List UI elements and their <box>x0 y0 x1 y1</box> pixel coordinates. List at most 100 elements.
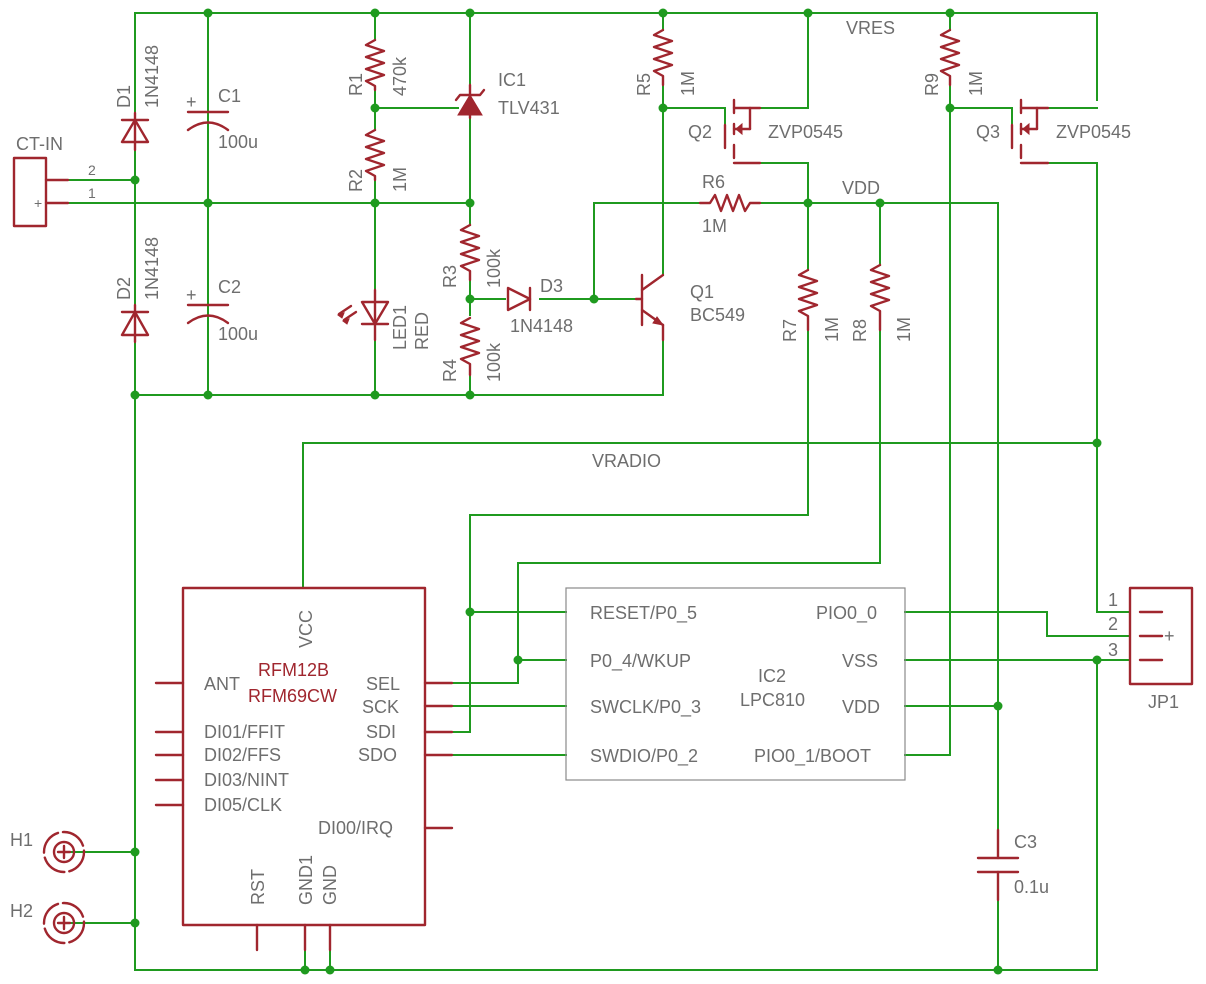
r2-value: 1M <box>390 167 410 192</box>
c2-value: 100u <box>218 324 258 344</box>
r4-name: R4 <box>440 359 460 382</box>
q2-name: Q2 <box>688 122 712 142</box>
c3-value: 0.1u <box>1014 877 1049 897</box>
ic2-body <box>565 587 906 781</box>
jp1-body <box>1128 586 1194 686</box>
led1-value: RED <box>412 312 432 350</box>
junction <box>993 701 1003 711</box>
h1-label: H1 <box>10 830 33 850</box>
wires <box>63 12 1131 971</box>
r9-value: 1M <box>966 71 986 96</box>
junction <box>945 8 955 18</box>
capacitor-c3: C3 0.1u <box>976 828 1049 902</box>
rfm-pin-gnd1: GND1 <box>296 855 316 905</box>
junction <box>513 655 523 665</box>
c1-name: C1 <box>218 86 241 106</box>
ic2-lpc810: RESET/P0_5 P0_4/WKUP SWCLK/P0_3 SWDIO/P0… <box>565 587 906 781</box>
rfm-pin-dio3: DI03/NINT <box>204 770 289 790</box>
junction <box>993 965 1003 975</box>
junction <box>370 103 380 113</box>
ct-in-label: CT-IN <box>16 134 63 154</box>
diode-d3: D3 1N4148 <box>506 276 573 336</box>
wire-r8-down <box>517 329 881 684</box>
mounting-hole-h1: H1 <box>10 830 86 874</box>
r3-value: 100k <box>484 248 504 288</box>
d3-value: 1N4148 <box>510 316 573 336</box>
jp1-pin3-num: 3 <box>1108 640 1118 660</box>
jp1-label: JP1 <box>1148 692 1179 712</box>
r3-name: R3 <box>440 265 460 288</box>
jp1-pin2-num: 2 <box>1108 614 1118 634</box>
r9-name: R9 <box>922 73 942 96</box>
mounting-hole-h2: H2 <box>10 901 86 945</box>
r8-value: 1M <box>894 317 914 342</box>
wire-jp1-pin2 <box>904 611 1131 637</box>
rfm-pin-dio5: DI05/CLK <box>204 795 282 815</box>
ic2-pin-p04: P0_4/WKUP <box>590 651 691 672</box>
jp1-connector: 1 2 3 + JP1 <box>1108 586 1194 712</box>
led1: LED1 RED <box>336 288 432 350</box>
wire-r9-down <box>904 84 951 756</box>
wire-q2-source <box>759 12 809 109</box>
junction <box>589 294 599 304</box>
mosfet-q3: Q3 ZVP0545 <box>976 98 1131 165</box>
wire-q2-drain <box>759 162 809 271</box>
c3-name: C3 <box>1014 832 1037 852</box>
r6-value: 1M <box>702 216 727 236</box>
wire-ic2-vdd <box>904 705 999 831</box>
junction <box>658 103 668 113</box>
junction <box>803 8 813 18</box>
rfm-name-2: RFM69CW <box>248 686 337 706</box>
junction <box>130 390 140 400</box>
junction <box>325 965 335 975</box>
r7-value: 1M <box>822 317 842 342</box>
q3-value: ZVP0545 <box>1056 122 1131 142</box>
junction <box>465 607 475 617</box>
wire-r7-down <box>469 329 809 733</box>
r5-name: R5 <box>634 73 654 96</box>
ic2-pin-reset: RESET/P0_5 <box>590 603 697 624</box>
rfm-module: VCC RFM12B RFM69CW ANT DI01/FFIT DI02/FF… <box>154 586 454 952</box>
ic1-tlv431: IC1 TLV431 <box>454 70 560 120</box>
wire-bottom-rail <box>134 659 1098 971</box>
r1-value: 470k <box>390 56 410 96</box>
rfm-pin-sck: SCK <box>362 697 399 717</box>
ic2-name: IC2 <box>758 666 786 686</box>
r4-value: 100k <box>484 342 504 382</box>
junction <box>203 390 213 400</box>
q2-value: ZVP0545 <box>768 122 843 142</box>
d1-name: D1 <box>114 85 134 108</box>
q3-name: Q3 <box>976 122 1000 142</box>
junction <box>465 294 475 304</box>
c2-plus: + <box>186 285 197 305</box>
net-label-vradio: VRADIO <box>592 451 661 471</box>
rfm-pin-dio0: DI00/IRQ <box>318 818 393 838</box>
resistor-r9: R9 1M <box>922 28 986 96</box>
c1-value: 100u <box>218 132 258 152</box>
rfm-pin-vcc: VCC <box>296 610 316 648</box>
ic2-pin-pio00: PIO0_0 <box>816 603 877 624</box>
h2-label: H2 <box>10 901 33 921</box>
r8-name: R8 <box>850 319 870 342</box>
ic2-value: LPC810 <box>740 690 805 710</box>
junction <box>875 198 885 208</box>
wire-vradio <box>302 442 1098 589</box>
rfm-pin-rst: RST <box>248 869 268 905</box>
rfm-pin-sdo: SDO <box>358 745 397 765</box>
led1-name: LED1 <box>390 305 410 350</box>
junction <box>945 103 955 113</box>
junction <box>1092 655 1102 665</box>
capacitor-c2: + C2 100u <box>186 277 258 344</box>
resistor-r8: R8 1M <box>850 263 914 342</box>
rfm-name-1: RFM12B <box>258 660 329 680</box>
resistor-r3: R3 100k <box>440 223 504 288</box>
net-label-vres: VRES <box>846 18 895 38</box>
wire-mid-rail <box>134 339 664 396</box>
wire-q3-gate <box>949 107 1013 126</box>
ct-in-pin2-num: 2 <box>88 162 96 178</box>
q1-value: BC549 <box>690 305 745 325</box>
r1-name: R1 <box>346 73 366 96</box>
junction <box>370 198 380 208</box>
diode-d1: D1 1N4148 <box>114 45 162 152</box>
